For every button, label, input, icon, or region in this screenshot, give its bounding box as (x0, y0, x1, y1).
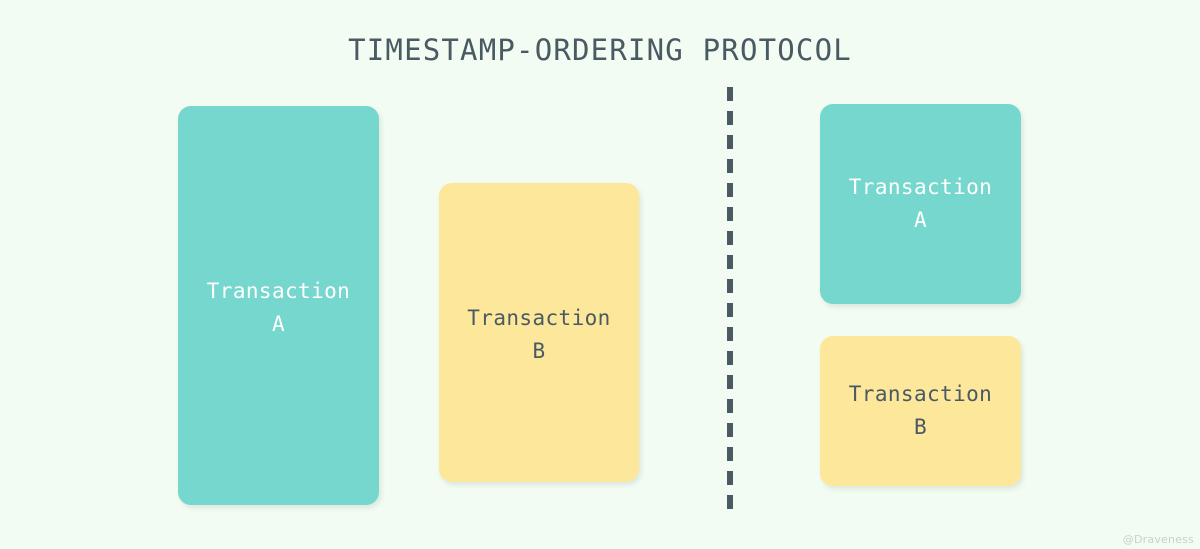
panel-divider-dashed-line (727, 87, 733, 509)
transaction-box-right-b-label: Transaction B (848, 382, 993, 439)
page-title: TIMESTAMP-ORDERING PROTOCOL (348, 33, 852, 67)
transaction-box-left-b-label: Transaction B (467, 306, 611, 363)
transaction-box-right-b: Transaction B (820, 336, 1021, 486)
author-watermark: @Draveness (1122, 533, 1194, 546)
transaction-box-left-b: Transaction B (439, 183, 639, 482)
transaction-box-left-a: Transaction A (178, 106, 379, 505)
transaction-box-left-a-label: Transaction A (206, 279, 351, 336)
transaction-box-right-a-label: Transaction A (848, 175, 993, 232)
transaction-box-right-a: Transaction A (820, 104, 1021, 304)
